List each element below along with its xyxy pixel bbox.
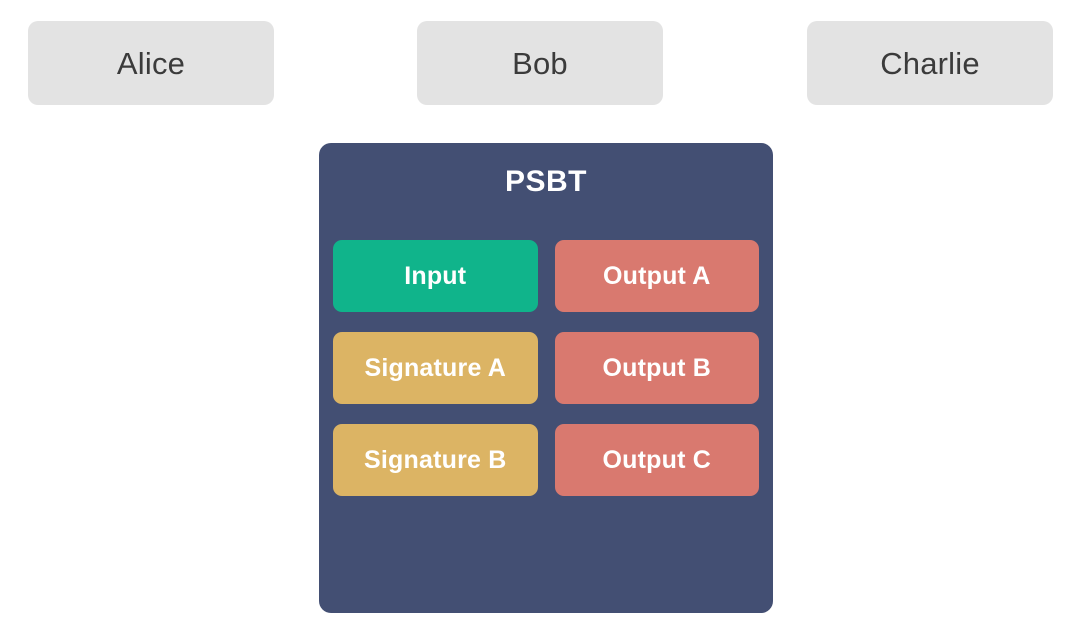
psbt-container: PSBT Input Output A Signature A Output B bbox=[319, 143, 773, 613]
participant-label: Alice bbox=[116, 45, 186, 81]
chip-input[interactable]: Input bbox=[333, 240, 538, 312]
participant-chip-bob[interactable]: Bob bbox=[417, 21, 663, 105]
chip-output-b[interactable]: Output B bbox=[554, 332, 759, 404]
psbt-title: PSBT bbox=[504, 165, 587, 198]
chip-signature-b[interactable]: Signature B bbox=[333, 424, 538, 496]
participant-label: Charlie bbox=[880, 45, 980, 81]
participant-chip-alice[interactable]: Alice bbox=[28, 21, 274, 105]
participant-chip-charlie[interactable]: Charlie bbox=[807, 21, 1053, 105]
participant-label: Bob bbox=[512, 45, 568, 81]
psbt-row: Signature A Output B bbox=[333, 332, 759, 404]
chip-label: Output B bbox=[602, 353, 711, 382]
chip-label: Signature B bbox=[364, 445, 507, 474]
chip-output-a[interactable]: Output A bbox=[554, 240, 759, 312]
chip-label: Output C bbox=[602, 445, 711, 474]
psbt-chip-grid: Input Output A Signature A Output B Sign… bbox=[333, 240, 759, 496]
chip-label: Signature A bbox=[364, 353, 507, 382]
chip-label: Output A bbox=[602, 261, 711, 290]
chip-label: Input bbox=[404, 261, 467, 290]
psbt-row: Input Output A bbox=[333, 240, 759, 312]
chip-signature-a[interactable]: Signature A bbox=[333, 332, 538, 404]
psbt-row: Signature B Output C bbox=[333, 424, 759, 496]
chip-output-c[interactable]: Output C bbox=[554, 424, 759, 496]
